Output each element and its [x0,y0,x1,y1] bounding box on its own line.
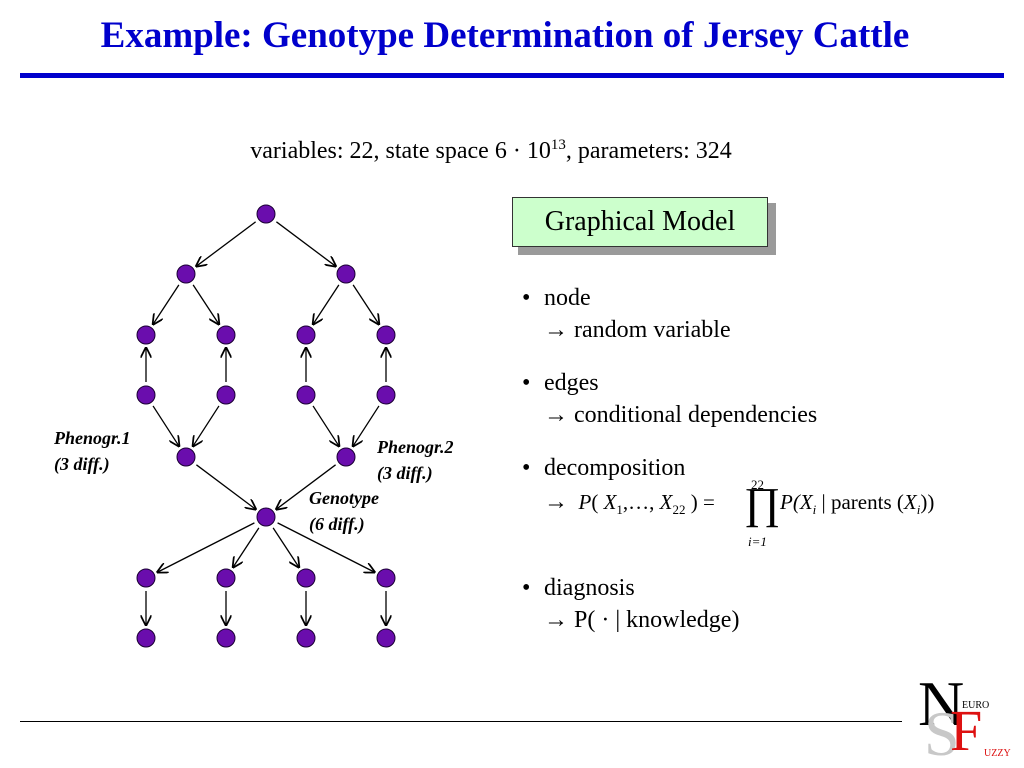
edge-p2-gen [276,464,336,509]
node-p1 [176,447,196,467]
rhs-p: P( [780,490,800,514]
node-group [136,204,396,648]
slide-title: Example: Genotype Determination of Jerse… [100,15,910,56]
bullet-head: edges [544,370,599,396]
node-d [376,325,396,345]
rhs-close: )) [920,490,935,514]
node-e [136,385,156,405]
node-h [376,385,396,405]
node-d2 [216,628,236,648]
node-r1 [336,264,356,284]
equals-sign: ) = [690,490,715,514]
edge-gen-c2 [233,527,260,567]
edge-r1-d [352,284,379,324]
graphical-model-box: Graphical Model [512,197,768,247]
rhs-var: X [799,490,813,514]
lhs-ellipsis: ,…, [622,490,655,514]
node-b [216,325,236,345]
edge-gen-c4 [277,522,375,572]
bullet-marker: • [522,370,531,396]
lhs-first-index: 1 [616,502,623,517]
bullet-edges: • edges → conditional dependencies [522,367,817,428]
edge-gen-c3 [272,527,299,567]
stats-prefix: variables: 22, state space 6 · 10 [250,138,551,164]
bullet-marker: • [522,575,531,601]
product-symbol: ∏ [744,479,781,528]
title-underline [20,73,1004,78]
node-c3 [296,568,316,588]
logo-letter-f: F [950,698,983,763]
node-root [256,204,276,224]
product-upper-bound: 22 [751,477,764,492]
bullet-diagnosis: • diagnosis → P( · | knowledge) [522,572,739,633]
edge-root-r1 [276,221,335,266]
stats-exponent: 13 [550,137,566,153]
edge-l1-b [192,284,219,324]
bullet-head: diagnosis [544,575,635,601]
node-d1 [136,628,156,648]
node-g [296,385,316,405]
phenogr2-diff-label: (3 diff.) [377,463,433,484]
bullet-sub: → random variable [544,317,731,343]
node-c4 [376,568,396,588]
stats-suffix: , parameters: 324 [565,138,732,164]
edge-f-p1 [193,405,220,446]
node-p2 [336,447,356,467]
formula-rhs: P(Xi | parents (Xi)) [780,486,934,526]
bullet-node: • node → random variable [522,282,731,343]
lhs-var: X [603,490,617,514]
node-d4 [376,628,396,648]
lhs-p: P [578,490,592,514]
bullet-marker: • [522,455,531,481]
phenogr1-diff-label: (3 diff.) [54,454,110,475]
node-d3 [296,628,316,648]
logo-letter-n: N [918,668,965,739]
bullet-marker: • [522,285,531,311]
edge-e-p1 [152,405,179,446]
node-l1 [176,264,196,284]
rhs-index-2: i [916,502,921,517]
node-c2 [216,568,236,588]
rhs-parents: | parents ( [821,490,904,514]
phenogr1-label: Phenogr.1 [53,428,131,448]
node-f [216,385,236,405]
node-gen [256,507,276,527]
lhs-var-last: X [659,490,673,514]
logo-letter-s: S [924,698,960,768]
footer-rule [20,721,902,722]
rhs-index: i [812,502,817,517]
bullet-sub: → P( · | knowledge) [544,607,740,633]
logo-euro-text: EURO [962,700,990,711]
logo-uzzy-text: UZZY [984,748,1011,759]
implies-arrow: → [544,489,568,515]
edge-p1-gen [196,464,255,509]
bullet-head: node [544,285,591,311]
rhs-var-2: X [903,490,917,514]
product-lower-bound: i=1 [748,534,767,549]
bullet-decomposition: • decomposition [522,452,685,484]
lhs-last-index: 22 [672,502,686,517]
genotype-diff-label: (6 diff.) [309,514,365,535]
edge-h-p2 [353,405,380,446]
phenogr2-label: Phenogr.2 [376,437,454,457]
genotype-label: Genotype [309,488,379,508]
node-c1 [136,568,156,588]
edge-group [146,221,386,625]
node-c [296,325,316,345]
decomposition-formula: → P( X1,…, X22 ) = [544,489,715,517]
edge-l1-a [153,284,180,324]
edge-g-p2 [312,405,339,446]
edge-r1-c [313,284,340,324]
model-stats: variables: 22, state space 6 · 1013, par… [0,138,982,165]
edge-root-l1 [196,221,256,266]
node-a [136,325,156,345]
bullet-head: decomposition [544,455,686,481]
edge-gen-c1 [158,522,255,572]
bullet-sub: → conditional dependencies [544,402,818,428]
